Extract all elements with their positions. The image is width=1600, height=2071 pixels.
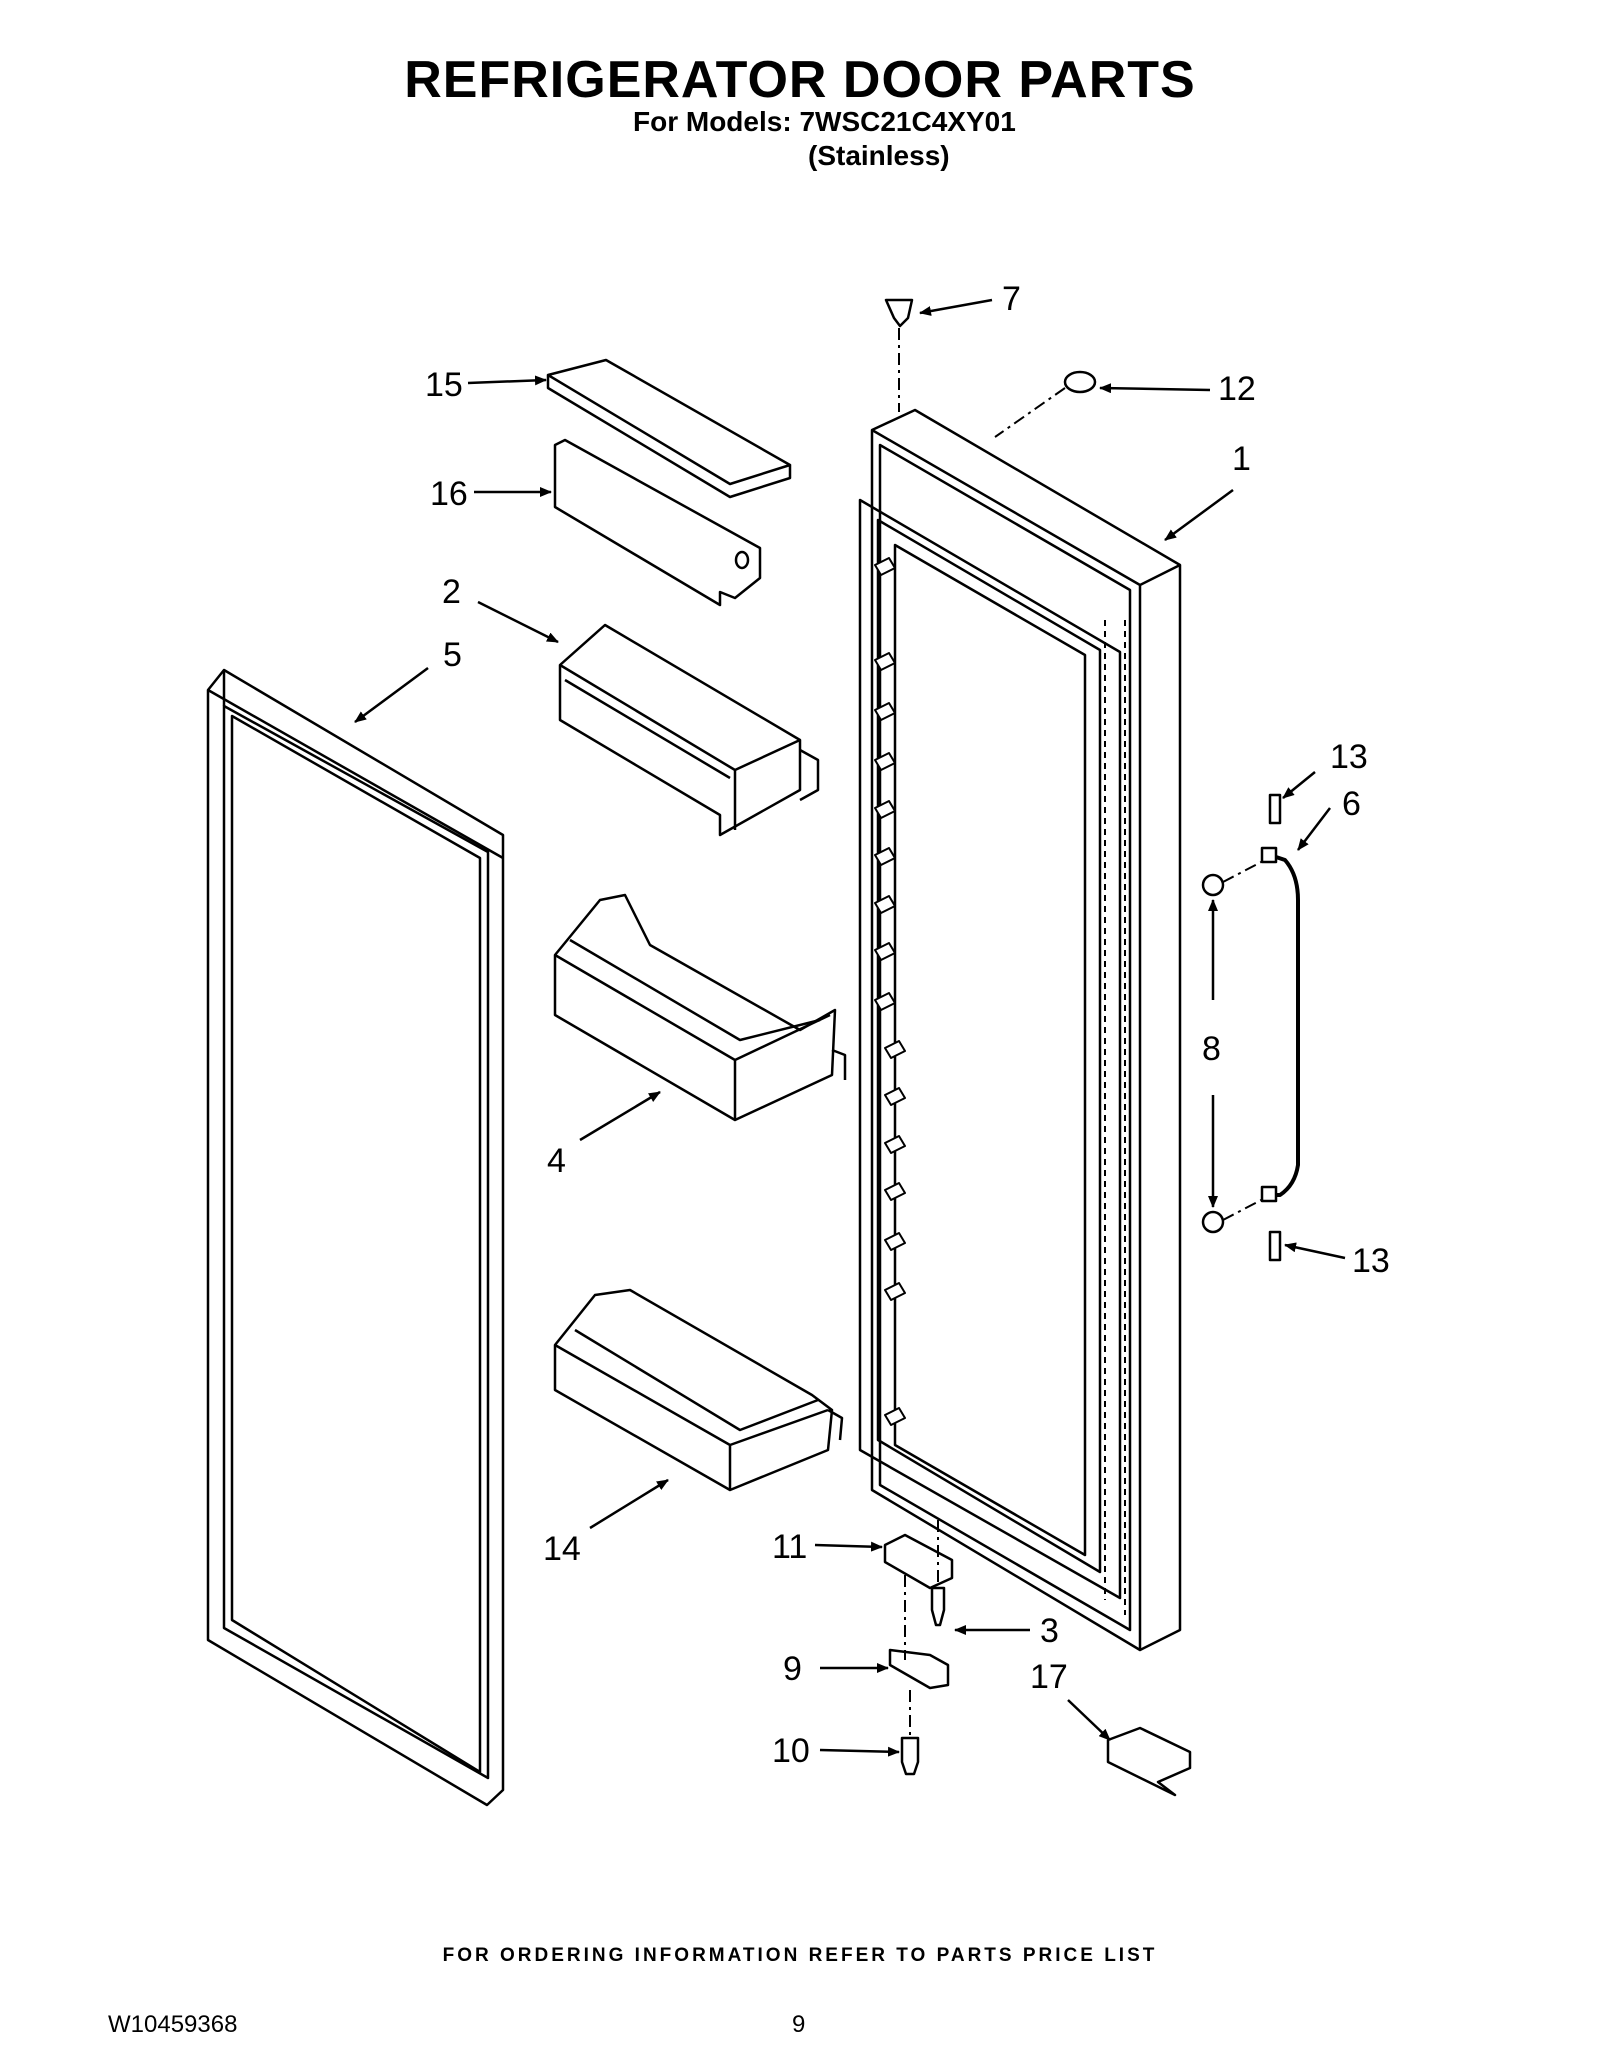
bin-front-part — [553, 438, 762, 607]
dairy-bin-part — [558, 623, 820, 837]
callout-14: 14 — [543, 1530, 581, 1568]
screw-part — [930, 1586, 946, 1627]
page-title: REFRIGERATOR DOOR PARTS — [404, 51, 1196, 109]
callout-arrow-1 — [1164, 488, 1234, 542]
callout-6: 6 — [1342, 785, 1361, 823]
callout-15: 15 — [425, 366, 463, 404]
callout-arrow-5 — [354, 666, 429, 724]
callout-arrow-14 — [589, 1478, 669, 1530]
callout-12: 12 — [1218, 370, 1256, 408]
callout-arrow-12 — [1099, 383, 1211, 394]
callout-2: 2 — [442, 573, 461, 611]
callout-arrow-10 — [819, 1746, 900, 1757]
callout-arrow-7 — [919, 298, 993, 316]
callout-13-lower: 13 — [1352, 1242, 1390, 1280]
callout-8: 8 — [1202, 1030, 1221, 1068]
callout-10: 10 — [772, 1732, 810, 1770]
ordering-note: FOR ORDERING INFORMATION REFER TO PARTS … — [442, 1945, 1158, 1966]
washer-part — [1063, 370, 1097, 394]
bin-cover-part — [546, 358, 792, 499]
handle-mount-lower — [1201, 1210, 1225, 1234]
door-bin-lower-part — [553, 1288, 844, 1492]
callout-9: 9 — [783, 1650, 802, 1688]
model-finish: (Stainless) — [808, 140, 950, 171]
callout-arrow-17 — [1067, 1699, 1111, 1741]
callout-3: 3 — [1040, 1612, 1059, 1650]
callout-arrow-13-upper — [1282, 771, 1316, 799]
callout-arrow-13-lower — [1284, 1242, 1346, 1260]
callout-7: 7 — [1002, 280, 1021, 318]
lower-hinge-part — [888, 1648, 950, 1690]
callout-11: 11 — [772, 1528, 807, 1566]
callout-5: 5 — [443, 636, 462, 674]
hinge-shim-part — [883, 1533, 954, 1590]
page-number: 9 — [792, 2011, 806, 2038]
model-number: For Models: 7WSC21C4XY01 — [633, 106, 1016, 137]
callout-arrow-15 — [467, 375, 547, 386]
door-liner-part — [858, 408, 1182, 1652]
handle-mount-upper — [1201, 873, 1225, 897]
door-bin-part — [553, 893, 847, 1122]
callout-13-upper: 13 — [1330, 738, 1368, 776]
callout-arrow-4 — [579, 1090, 661, 1142]
callout-17: 17 — [1030, 1658, 1068, 1696]
hinge-screw-part — [900, 1736, 920, 1776]
hinge-pin-part — [884, 298, 914, 328]
callout-arrow-6 — [1297, 807, 1331, 851]
door-handle-part — [1260, 793, 1300, 1262]
callout-arrow-2 — [477, 600, 559, 644]
callout-arrow-11 — [814, 1541, 883, 1552]
callout-16: 16 — [430, 475, 468, 513]
door-gasket-part — [206, 668, 505, 1807]
hinge-cover-part — [1106, 1726, 1192, 1797]
document-number: W10459368 — [108, 2011, 238, 2038]
callout-4: 4 — [547, 1142, 566, 1180]
callout-1: 1 — [1232, 440, 1251, 478]
